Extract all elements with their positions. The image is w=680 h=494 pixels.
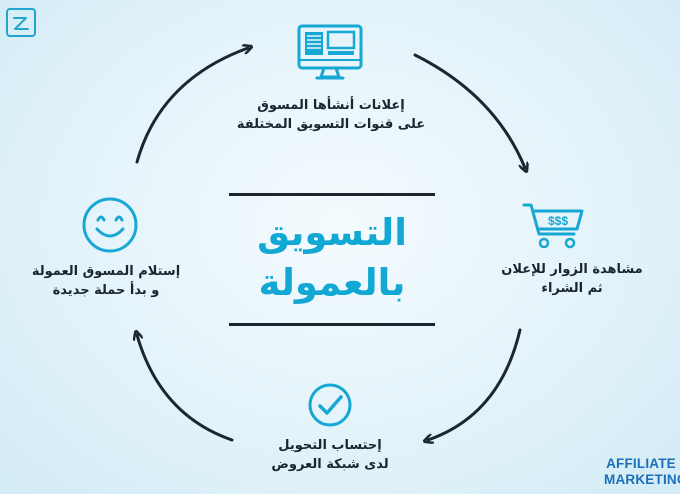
center-title-line1: التسويق	[257, 211, 407, 254]
step-1-line1: إعلانات أنشأها المسوق	[257, 98, 405, 113]
arrow-bottom-left	[137, 335, 234, 442]
cart-price-label: $$$	[548, 214, 568, 228]
step-4-line2: و بدأ حملة جديدة	[52, 283, 160, 298]
monitor-ads-icon	[297, 24, 363, 80]
center-top-rule	[229, 193, 435, 196]
step-3-text: إحتساب التحويل لدى شبكة العروض	[230, 436, 430, 474]
arrow-top-left	[135, 48, 248, 164]
step-4-line1: إستلام المسوق العمولة	[31, 264, 181, 279]
center-bottom-rule	[229, 323, 435, 326]
step-2-line1: مشاهدة الزوار للإعلان	[501, 262, 643, 277]
corner-logo-icon	[6, 8, 36, 37]
step-1-line2: على قنوات التسويق المختلفة	[236, 117, 426, 132]
step-3-line2: لدى شبكة العروض	[271, 457, 389, 472]
arrow-bottom-right	[428, 328, 522, 440]
step-3-line1: إحتساب التحويل	[278, 438, 382, 453]
check-circle-icon	[308, 383, 352, 427]
step-2-text: مشاهدة الزوار للإعلان ثم الشراء	[466, 260, 678, 298]
smiley-face-icon	[82, 197, 138, 253]
brand-line2: MARKETING	[604, 472, 680, 487]
center-title-line2: بالعمولة	[258, 261, 406, 304]
shopping-cart-icon: $$$	[522, 203, 584, 249]
arrow-top-right	[413, 53, 525, 168]
step-4-text: إستلام المسوق العمولة و بدأ حملة جديدة	[2, 262, 210, 300]
step-2-line2: ثم الشراء	[541, 281, 603, 296]
step-1-text: إعلانات أنشأها المسوق على قنوات التسويق …	[200, 96, 462, 134]
brand-line1: AFFILIATE	[606, 456, 676, 471]
